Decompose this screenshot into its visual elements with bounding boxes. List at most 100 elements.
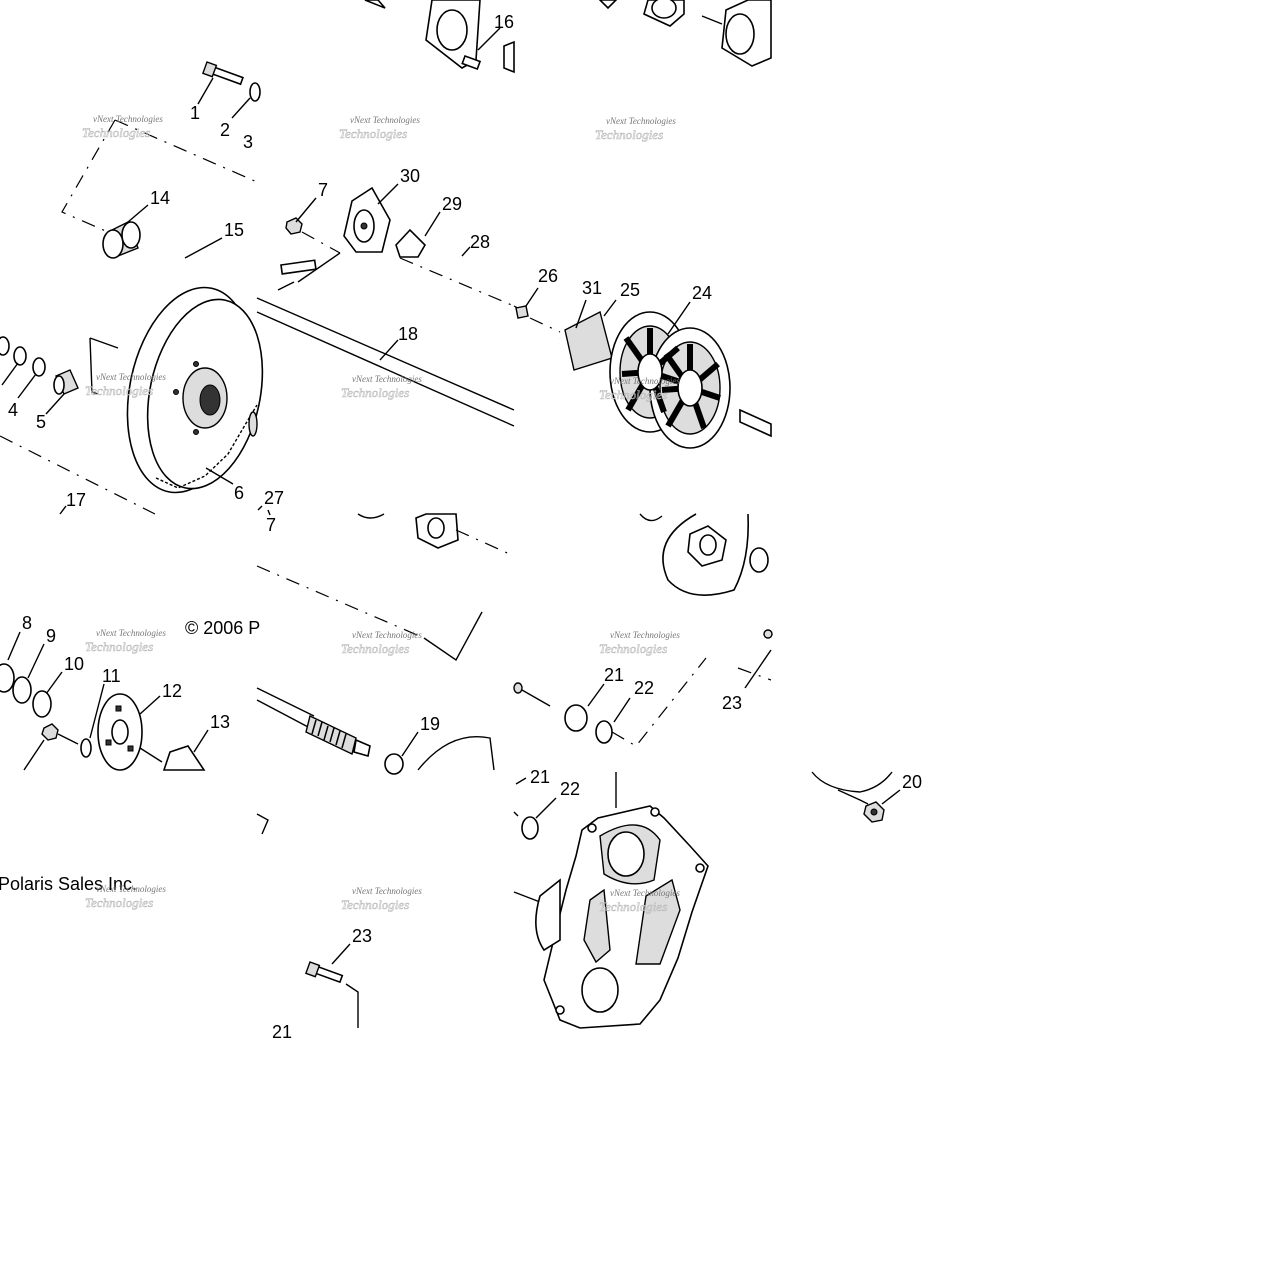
part-label-13: 13 bbox=[210, 712, 230, 732]
svg-text:Technologies: Technologies bbox=[599, 641, 667, 656]
part-label-21c: 21 bbox=[272, 1022, 292, 1042]
watermark: vNext Technologies Technologies bbox=[341, 886, 423, 912]
seal-part-21 bbox=[564, 704, 588, 732]
nut-part-7 bbox=[285, 217, 303, 235]
part-label-20: 20 bbox=[902, 772, 922, 792]
watermark: vNext Technologies Technologies bbox=[82, 114, 164, 140]
o-ring-part-22b bbox=[521, 816, 539, 840]
svg-text:Technologies: Technologies bbox=[599, 899, 667, 914]
part-label-2: 2 bbox=[220, 120, 230, 140]
svg-text:vNext Technologies: vNext Technologies bbox=[606, 116, 676, 126]
copyright-text-part2: Polaris Sales Inc. bbox=[0, 874, 137, 894]
watermark: vNext Technologies Technologies bbox=[341, 630, 423, 656]
svg-text:vNext Technologies: vNext Technologies bbox=[352, 886, 422, 896]
part-label-6: 6 bbox=[234, 483, 244, 503]
copyright-text-part1: © 2006 P bbox=[185, 618, 260, 638]
part-label-31: 31 bbox=[582, 278, 602, 298]
svg-text:vNext Technologies: vNext Technologies bbox=[352, 630, 422, 640]
part-label-5: 5 bbox=[36, 412, 46, 432]
tile-top-right: vNext Technologies Technologies bbox=[595, 0, 772, 142]
part-label-11: 11 bbox=[102, 666, 121, 686]
flange-part-13 bbox=[162, 745, 206, 771]
washer-part-4b bbox=[32, 357, 46, 377]
part-label-30: 30 bbox=[400, 166, 420, 186]
svg-text:Technologies: Technologies bbox=[85, 383, 153, 398]
part-label-23b: 23 bbox=[352, 926, 372, 946]
part-label-18: 18 bbox=[398, 324, 418, 344]
watermark: vNext Technologies Technologies bbox=[599, 630, 681, 656]
part-label-7b: 7 bbox=[266, 515, 276, 535]
part-label-23a: 23 bbox=[722, 693, 742, 713]
tile-mid-right: 26 bbox=[513, 266, 773, 449]
part-label-24: 24 bbox=[692, 283, 712, 303]
tile-lower-center: 7 19 vNext Technologies Technologies bbox=[256, 509, 515, 775]
tile-bottom-center: 23 21 vNext Technologies Technologies bbox=[256, 813, 423, 1042]
part-label-3: 3 bbox=[243, 132, 253, 152]
flange-plate-part-30 bbox=[343, 186, 391, 253]
watermark: vNext Technologies Technologies bbox=[85, 372, 167, 398]
svg-text:Technologies: Technologies bbox=[341, 897, 409, 912]
part-label-1: 1 bbox=[190, 103, 200, 123]
bearing-plate-part-12 bbox=[97, 693, 143, 771]
part-label-7a: 7 bbox=[318, 180, 328, 200]
tile-lower-right: 21 22 23 vNext Technologies Technologies bbox=[513, 513, 773, 747]
splined-shaft-part bbox=[256, 687, 371, 758]
tile-mid-left: 4 5 6 17 vNext Technologies Technolo bbox=[0, 286, 264, 515]
bushing-part-5 bbox=[53, 369, 79, 395]
bearing-flange-top bbox=[425, 0, 481, 69]
svg-text:Technologies: Technologies bbox=[82, 125, 150, 140]
svg-text:vNext Technologies: vNext Technologies bbox=[610, 888, 680, 898]
bolt-part-1 bbox=[201, 61, 244, 86]
part-label-17: 17 bbox=[66, 490, 86, 510]
bolt-part-23 bbox=[304, 961, 344, 984]
tile-bottom-left: Polaris Sales Inc. vNext Technologies Te… bbox=[0, 874, 166, 910]
part-label-21a: 21 bbox=[604, 665, 624, 685]
washer-part-2 bbox=[249, 82, 261, 102]
part-label-10: 10 bbox=[64, 654, 84, 674]
drive-shaft-part-18 bbox=[256, 297, 515, 427]
part-label-16: 16 bbox=[494, 12, 514, 32]
key-part bbox=[280, 259, 317, 275]
watermark: vNext Technologies Technologies bbox=[599, 888, 681, 914]
watermark: vNext Technologies Technologies bbox=[341, 374, 423, 400]
plug-part-26 bbox=[515, 305, 529, 319]
svg-text:vNext Technologies: vNext Technologies bbox=[93, 114, 163, 124]
svg-text:Technologies: Technologies bbox=[595, 127, 663, 142]
svg-text:vNext Technologies: vNext Technologies bbox=[96, 884, 166, 894]
part-label-8: 8 bbox=[22, 613, 32, 633]
drive-sprocket-assembly-part-24 bbox=[558, 310, 773, 449]
seal-part-19 bbox=[384, 753, 404, 775]
tile-top-center: 16 7 30 29 28 vNext Technologies Technol… bbox=[285, 0, 515, 258]
tile-bottom-right: 21 22 vNext Technologies Technologies bbox=[513, 767, 709, 1029]
seal-part-9 bbox=[12, 676, 32, 704]
part-label-15: 15 bbox=[224, 220, 244, 240]
svg-text:Technologies: Technologies bbox=[341, 385, 409, 400]
svg-text:Technologies: Technologies bbox=[599, 387, 667, 402]
part-label-22a: 22 bbox=[634, 678, 654, 698]
tile-mid-center: 18 27 vNext Technologies Technologies bbox=[256, 252, 515, 511]
part-label-9: 9 bbox=[46, 626, 56, 646]
bearing-part-14 bbox=[102, 221, 141, 259]
svg-text:vNext Technologies: vNext Technologies bbox=[96, 628, 166, 638]
bearing-flange-a bbox=[643, 0, 685, 27]
watermark: vNext Technologies Technologies bbox=[85, 884, 167, 910]
part-label-25: 25 bbox=[620, 280, 640, 300]
part-label-27: 27 bbox=[264, 488, 284, 508]
watermark: vNext Technologies Technologies bbox=[599, 376, 681, 402]
part-label-12: 12 bbox=[162, 681, 182, 701]
drive-sprocket-part-6 bbox=[126, 286, 264, 494]
part-label-28: 28 bbox=[470, 232, 490, 252]
svg-text:Technologies: Technologies bbox=[85, 639, 153, 654]
tile-lower-left: 8 9 10 11 12 13 © 2006 P bbox=[0, 613, 260, 771]
watermark: vNext Technologies Technologies bbox=[595, 116, 677, 142]
gasket-part-29 bbox=[395, 228, 427, 258]
part-label-14: 14 bbox=[150, 188, 170, 208]
part-label-19: 19 bbox=[420, 714, 440, 734]
seal-part-10 bbox=[32, 690, 52, 718]
watermark: vNext Technologies Technologies bbox=[85, 628, 167, 654]
nut-part-20 bbox=[863, 801, 885, 823]
chaincase-housing-part bbox=[535, 805, 709, 1029]
part-label-4: 4 bbox=[8, 400, 18, 420]
bearing-flange-b bbox=[721, 0, 772, 67]
